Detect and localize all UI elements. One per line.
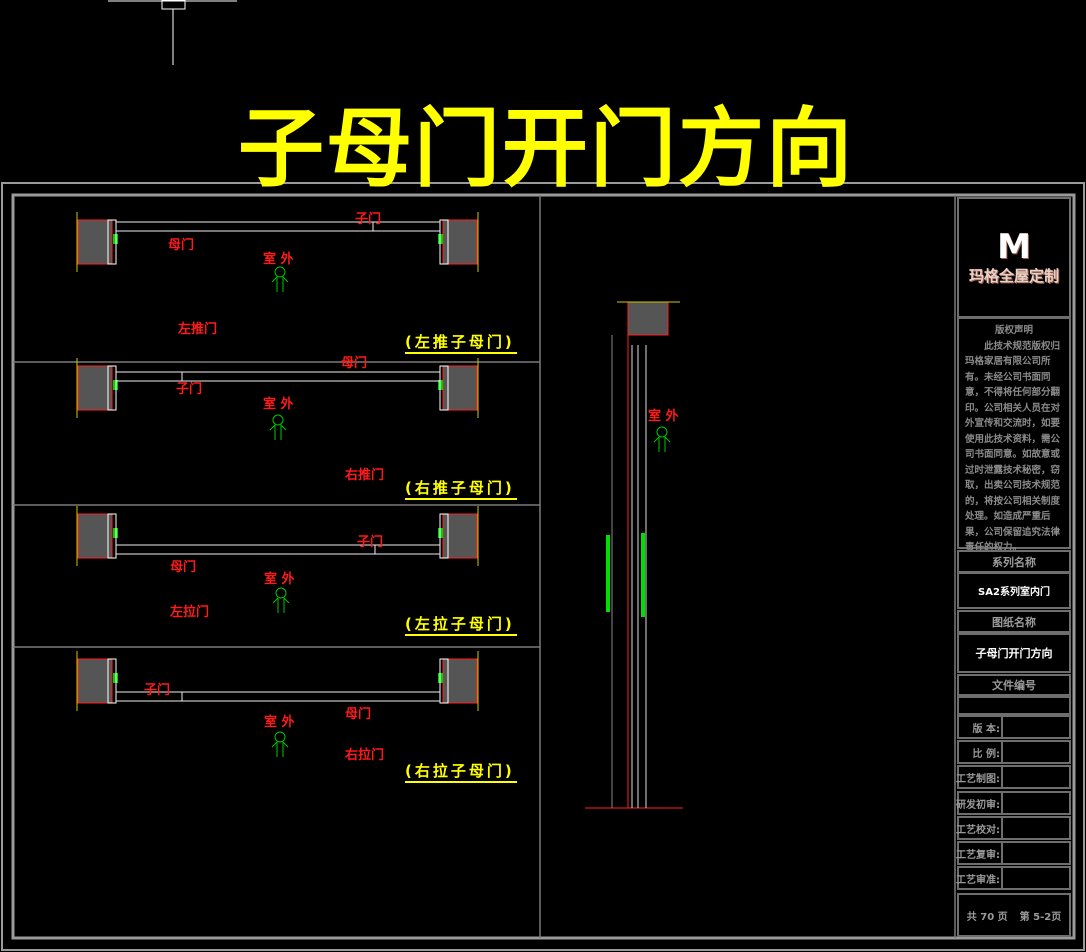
- person-icon: [271, 266, 289, 292]
- logo-text: 玛格全屋定制: [968, 267, 1059, 285]
- wall-section: [77, 658, 113, 704]
- wall-section: [77, 219, 113, 265]
- title-block-row: 工艺制图:: [956, 765, 1071, 789]
- door-plan-4: [76, 651, 479, 757]
- panel2-leaf-bottom: 子门: [176, 382, 203, 397]
- copyright-title: 版权声明: [994, 325, 1033, 336]
- wall-section: [442, 658, 478, 704]
- person-icon: [269, 414, 287, 440]
- panel3-leaf-bottom: 母门: [170, 560, 197, 575]
- drawing-label: 图纸名称: [957, 610, 1071, 633]
- page-number: 第 5-2页: [1019, 911, 1062, 923]
- panel4-leaf-bottom: 母门: [345, 707, 372, 722]
- title-block-row: 工艺校对:: [956, 816, 1071, 840]
- person-icon: [271, 731, 289, 757]
- row-key: 工艺制图:: [956, 767, 1003, 787]
- row-key: 比 例:: [959, 742, 1003, 762]
- series-value: SA2系列室内门: [957, 572, 1071, 609]
- outer-frame: [1, 182, 1085, 951]
- section-outdoor: 室 外: [648, 409, 679, 424]
- series-label: 系列名称: [957, 550, 1071, 573]
- wall-section: [442, 513, 478, 559]
- panel4-type: 右拉门: [345, 748, 385, 763]
- panel4-outdoor: 室 外: [264, 715, 295, 730]
- panel4-caption: (右拉子母门): [405, 760, 517, 783]
- wall-section: [442, 365, 478, 411]
- door-plan-1: [76, 212, 479, 292]
- wall-section: [442, 219, 478, 265]
- panel2-outdoor: 室 外: [263, 397, 294, 412]
- panel1-leaf-top: 子门: [355, 212, 382, 227]
- copyright-block: 版权声明 此技术规范版权归玛格家居有限公司所有。未经公司书面同意，不得将任何部分…: [957, 317, 1071, 553]
- title-block-row: 研发初审:: [956, 791, 1071, 815]
- panel3-type: 左拉门: [170, 605, 210, 620]
- title-block-row: 工艺复审:: [956, 841, 1071, 865]
- panel1-leaf-bottom: 母门: [168, 238, 195, 253]
- title-block-row: 版 本:: [957, 715, 1071, 739]
- panel1-type: 左推门: [178, 322, 218, 337]
- file-label: 文件编号: [957, 674, 1071, 696]
- section-view: [585, 301, 683, 809]
- row-key: 版 本:: [959, 717, 1003, 737]
- door-plan-3: [76, 506, 479, 613]
- wall-section: [77, 513, 113, 559]
- logo-block: M 玛格全屋定制: [957, 197, 1071, 318]
- door-plan-2: [76, 358, 479, 440]
- panel3-outdoor: 室 外: [264, 572, 295, 587]
- row-key: 工艺校对:: [956, 818, 1003, 838]
- copyright-body: 此技术规范版权归玛格家居有限公司所有。未经公司书面同意，不得将任何部分翻印。公司…: [965, 340, 1061, 554]
- title-block-row: 工艺审准:: [956, 866, 1071, 890]
- panel1-caption: (左推子母门): [405, 331, 517, 354]
- title-block-row: 比 例:: [957, 740, 1071, 764]
- drawing-value: 子母门开门方向: [957, 633, 1071, 673]
- panel3-leaf-top: 子门: [357, 535, 384, 550]
- total-pages: 共 70 页: [966, 911, 1008, 923]
- row-key: 研发初审:: [956, 793, 1003, 813]
- row-key: 工艺审准:: [956, 868, 1003, 888]
- page-title: 子母门开门方向: [238, 99, 854, 199]
- logo-icon: M: [997, 227, 1031, 267]
- inner-frame: [11, 193, 1076, 940]
- panel1-outdoor: 室 外: [263, 252, 294, 267]
- panel3-caption: (左拉子母门): [405, 613, 517, 636]
- panel2-type: 右推门: [345, 468, 385, 483]
- page-info: 共 70 页 第 5-2页: [957, 893, 1071, 937]
- person-icon: [272, 587, 290, 613]
- row-key: 工艺复审:: [956, 843, 1003, 863]
- file-value: [957, 696, 1071, 715]
- panel2-caption: (右推子母门): [405, 477, 517, 500]
- panel4-leaf-top: 子门: [144, 683, 171, 698]
- wall-section: [77, 365, 113, 411]
- panel2-leaf-top: 母门: [341, 356, 368, 371]
